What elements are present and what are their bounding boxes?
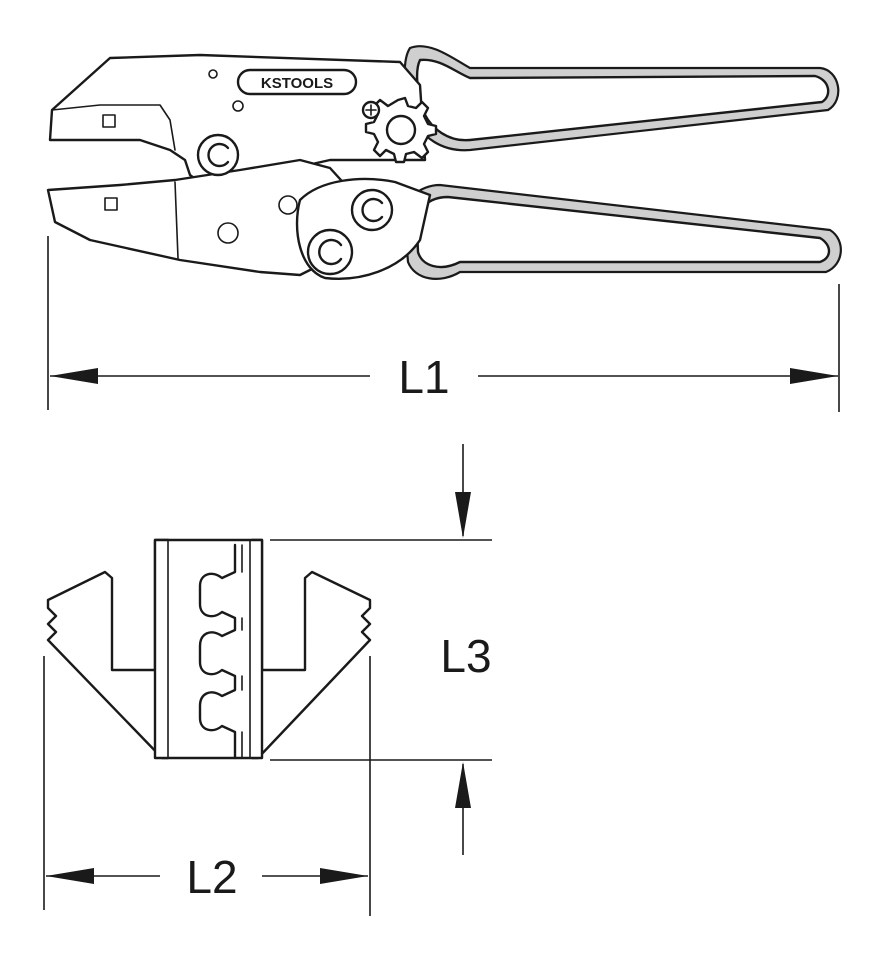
rivet-small-2	[232, 100, 244, 112]
dimension-label-l1: L1	[398, 351, 449, 403]
adjust-screw	[361, 100, 381, 120]
die-right-wing	[250, 538, 372, 760]
rivet-medium-2	[217, 222, 239, 244]
lower-jaw-divider	[174, 181, 179, 259]
adjustment-gear	[364, 96, 438, 164]
dimension-label-l3: L3	[440, 630, 491, 682]
dimension-l2: L2	[43, 656, 371, 916]
dimension-l1: L1	[47, 236, 840, 412]
pivot-clip-1	[196, 133, 240, 177]
dimension-l3: L3	[270, 444, 492, 855]
upper-jaw-tip	[51, 104, 176, 151]
die-left-wing	[46, 538, 170, 760]
die-center-block	[153, 538, 264, 760]
crimp-die	[46, 538, 372, 760]
rivet-medium-1	[278, 195, 298, 215]
pivot-clip-2	[350, 188, 394, 232]
brand-logo: KSTOOLS	[236, 68, 358, 96]
rivet-small-1	[208, 69, 218, 79]
square-hole-upper	[102, 114, 116, 128]
pivot-clip-3	[306, 228, 354, 276]
crimping-pliers: KSTOOLS	[46, 45, 842, 280]
square-hole-lower	[104, 197, 118, 211]
brand-logo-text: KSTOOLS	[261, 75, 333, 92]
die-crimp-profile	[198, 543, 237, 760]
dimension-label-l2: L2	[186, 851, 237, 903]
